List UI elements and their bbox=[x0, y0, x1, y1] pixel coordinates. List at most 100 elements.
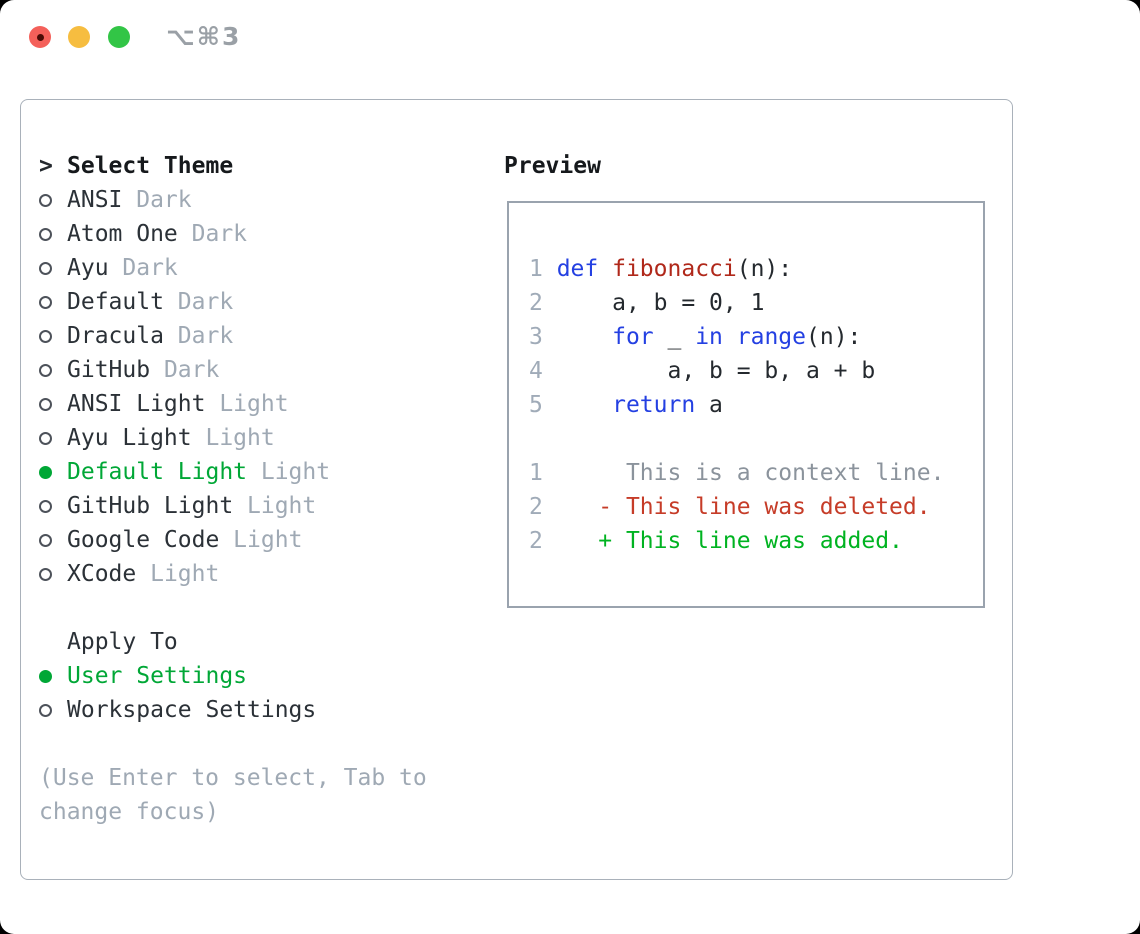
theme-variant-tag: Dark bbox=[122, 187, 192, 213]
token-function: fibonacci bbox=[612, 256, 737, 282]
close-button[interactable] bbox=[29, 26, 51, 48]
token-keyword: range bbox=[736, 324, 806, 350]
theme-option-github-light[interactable]: GitHub Light Light bbox=[39, 489, 330, 523]
token-code: (n): bbox=[806, 324, 862, 350]
radio-icon bbox=[39, 703, 52, 717]
theme-name: ANSI bbox=[67, 187, 123, 213]
token-keyword: return bbox=[612, 392, 696, 418]
token-lineno: 2 bbox=[529, 528, 557, 554]
theme-variant-tag: Dark bbox=[177, 221, 248, 247]
token-lineno: 1 bbox=[529, 460, 557, 486]
apply-to-title: Apply To bbox=[67, 629, 178, 655]
radio-icon bbox=[39, 669, 52, 683]
radio-icon bbox=[39, 431, 52, 445]
theme-variant-tag: Light bbox=[233, 493, 317, 519]
theme-name: Default bbox=[67, 289, 164, 315]
minimize-button[interactable] bbox=[68, 26, 90, 48]
radio-icon bbox=[39, 499, 52, 513]
radio-icon bbox=[39, 567, 52, 581]
token-lineno: 5 bbox=[529, 392, 557, 418]
theme-variant-tag: Dark bbox=[108, 255, 178, 281]
apply-option-label: User Settings bbox=[67, 663, 248, 689]
token-code: a bbox=[695, 392, 723, 418]
unsaved-dot-icon bbox=[36, 33, 44, 41]
token-code: (n): bbox=[736, 256, 793, 282]
token-keyword: in bbox=[695, 324, 723, 350]
theme-variant-tag: Light bbox=[191, 425, 275, 451]
theme-variant-tag: Light bbox=[219, 527, 303, 553]
token-context: This is a context line. bbox=[556, 460, 945, 486]
token-deleted: - This line was deleted. bbox=[598, 494, 931, 520]
radio-icon bbox=[39, 295, 52, 309]
keyboard-hint: (Use Enter to select, Tab to change focu… bbox=[39, 765, 427, 825]
theme-name: Default Light bbox=[67, 459, 248, 485]
theme-variant-tag: Light bbox=[205, 391, 289, 417]
preview-title: Preview bbox=[504, 153, 601, 179]
radio-icon bbox=[39, 261, 52, 275]
theme-name: GitHub bbox=[67, 357, 151, 383]
radio-icon bbox=[39, 397, 52, 411]
token-code bbox=[557, 392, 612, 418]
token-added: + This line was added. bbox=[598, 528, 903, 554]
token-code bbox=[598, 256, 612, 282]
token-code bbox=[557, 528, 599, 554]
token-lineno: 4 bbox=[529, 358, 557, 384]
zoom-button[interactable] bbox=[108, 26, 130, 48]
radio-icon bbox=[39, 465, 52, 479]
token-lineno: 3 bbox=[529, 324, 557, 350]
token-code: a, b = b, a + b bbox=[556, 358, 876, 384]
theme-option-xcode[interactable]: XCode Light bbox=[39, 557, 330, 591]
window-title: ⌥⌘3 bbox=[166, 22, 242, 51]
token-code bbox=[723, 324, 737, 350]
theme-option-ansi[interactable]: ANSI Dark bbox=[39, 183, 330, 217]
apply-option-user-settings[interactable]: User Settings bbox=[39, 659, 316, 693]
theme-option-atom-one[interactable]: Atom One Dark bbox=[39, 217, 330, 251]
theme-variant-tag: Dark bbox=[150, 357, 220, 383]
preview-pane: 1 def fibonacci(n): 2 a, b = 0, 1 3 for … bbox=[507, 201, 985, 608]
token-keyword: def bbox=[556, 256, 599, 282]
radio-icon bbox=[39, 227, 52, 241]
token-keyword: for bbox=[612, 324, 654, 350]
select-theme-title: Select Theme bbox=[67, 153, 234, 179]
radio-icon bbox=[39, 329, 52, 343]
theme-name: Ayu Light bbox=[67, 425, 192, 451]
preview-code: 1 def fibonacci(n): 2 a, b = 0, 1 3 for … bbox=[509, 203, 983, 558]
theme-option-ayu-light[interactable]: Ayu Light Light bbox=[39, 421, 330, 455]
theme-option-github[interactable]: GitHub Dark bbox=[39, 353, 330, 387]
theme-option-google-code[interactable]: Google Code Light bbox=[39, 523, 330, 557]
theme-variant-tag: Dark bbox=[163, 289, 234, 315]
theme-variant-tag: Light bbox=[136, 561, 220, 587]
theme-option-ayu[interactable]: Ayu Dark bbox=[39, 251, 330, 285]
apply-option-workspace-settings[interactable]: Workspace Settings bbox=[39, 693, 316, 727]
token-lineno: 2 bbox=[529, 290, 557, 316]
token-lineno: 2 bbox=[529, 494, 557, 520]
radio-icon bbox=[39, 193, 52, 207]
selection-cursor-icon: > bbox=[39, 153, 53, 179]
theme-option-default[interactable]: Default Dark bbox=[39, 285, 330, 319]
theme-name: Ayu bbox=[67, 255, 109, 281]
token-code bbox=[557, 494, 599, 520]
theme-variant-tag: Dark bbox=[163, 323, 234, 349]
token-code: a, b = 0, 1 bbox=[556, 290, 765, 316]
radio-icon bbox=[39, 533, 52, 547]
theme-name: GitHub Light bbox=[67, 493, 234, 519]
token-lineno: 1 bbox=[529, 256, 557, 282]
radio-icon bbox=[39, 363, 52, 377]
apply-to-header-row: Apply To bbox=[39, 625, 316, 659]
theme-option-default-light[interactable]: Default Light Light bbox=[39, 455, 330, 489]
token-code: _ bbox=[653, 324, 696, 350]
theme-option-ansi-light[interactable]: ANSI Light Light bbox=[39, 387, 330, 421]
theme-name: Dracula bbox=[67, 323, 164, 349]
theme-name: ANSI Light bbox=[67, 391, 206, 417]
theme-name: Google Code bbox=[67, 527, 220, 553]
apply-option-label: Workspace Settings bbox=[67, 697, 317, 723]
theme-list-header: > Select Theme bbox=[39, 149, 330, 183]
theme-option-dracula[interactable]: Dracula Dark bbox=[39, 319, 330, 353]
theme-name: XCode bbox=[67, 561, 137, 587]
token-code bbox=[557, 324, 612, 350]
theme-name: Atom One bbox=[67, 221, 178, 247]
